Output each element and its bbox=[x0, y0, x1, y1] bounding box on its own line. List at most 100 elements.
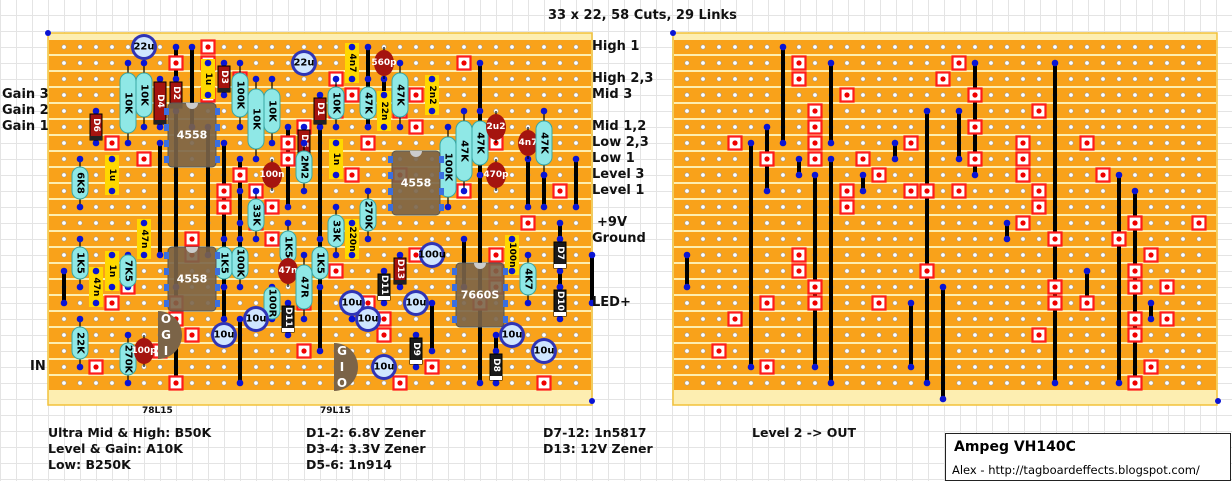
hole bbox=[1100, 252, 1106, 258]
component-value: D9 bbox=[411, 342, 421, 356]
hole bbox=[1196, 108, 1202, 114]
hole bbox=[972, 332, 978, 338]
capacitor-top bbox=[358, 309, 378, 329]
hole bbox=[1068, 76, 1074, 82]
cut-mark bbox=[349, 172, 355, 178]
component-value: 22u bbox=[133, 42, 154, 53]
ic-pin bbox=[452, 284, 457, 291]
hole bbox=[573, 76, 579, 82]
hole bbox=[445, 284, 451, 290]
hole bbox=[1116, 92, 1122, 98]
hole bbox=[573, 236, 579, 242]
hole bbox=[892, 92, 898, 98]
hole bbox=[413, 316, 419, 322]
ic-pin bbox=[215, 108, 220, 115]
hole bbox=[109, 332, 115, 338]
hole bbox=[1100, 140, 1106, 146]
ic-pin bbox=[452, 268, 457, 275]
hole bbox=[205, 348, 211, 354]
hole bbox=[125, 204, 131, 210]
hole bbox=[349, 124, 355, 130]
link-pad bbox=[779, 43, 787, 51]
hole bbox=[1164, 204, 1170, 210]
hole bbox=[221, 108, 227, 114]
cut-mark bbox=[365, 300, 371, 306]
hole bbox=[1164, 236, 1170, 242]
diode-band bbox=[394, 280, 406, 284]
hole bbox=[940, 156, 946, 162]
ic-notch bbox=[186, 103, 198, 109]
cut-mark bbox=[1132, 380, 1138, 386]
solder-pad bbox=[252, 75, 260, 83]
ic-pin bbox=[388, 156, 393, 163]
hole bbox=[461, 348, 467, 354]
hole bbox=[61, 380, 67, 386]
hole bbox=[1132, 172, 1138, 178]
hole bbox=[988, 172, 994, 178]
hole bbox=[876, 364, 882, 370]
component-value: 1n bbox=[107, 265, 117, 278]
hole bbox=[1164, 140, 1170, 146]
hole bbox=[796, 236, 802, 242]
cut-mark bbox=[381, 316, 387, 322]
cut-mark bbox=[285, 140, 291, 146]
ic-pin bbox=[215, 300, 220, 307]
hole bbox=[988, 156, 994, 162]
hole bbox=[1196, 156, 1202, 162]
link-pad bbox=[683, 251, 691, 259]
hole bbox=[1036, 268, 1042, 274]
cut-mark bbox=[812, 284, 818, 290]
hole bbox=[109, 44, 115, 50]
link-pad bbox=[188, 43, 196, 51]
cut-mark bbox=[1052, 284, 1058, 290]
hole bbox=[1164, 124, 1170, 130]
component-value: D10 bbox=[555, 291, 565, 311]
solder-pad bbox=[236, 283, 244, 291]
solder-pad bbox=[508, 235, 516, 243]
hole bbox=[1196, 332, 1202, 338]
hole bbox=[908, 252, 914, 258]
hole bbox=[381, 140, 387, 146]
hole bbox=[1148, 220, 1154, 226]
cut-mark bbox=[1132, 332, 1138, 338]
hole bbox=[1100, 268, 1106, 274]
hole bbox=[1196, 364, 1202, 370]
solder-pad bbox=[124, 139, 132, 147]
hole bbox=[221, 364, 227, 370]
hole bbox=[1196, 60, 1202, 66]
ic-pin bbox=[215, 268, 220, 275]
solder-pad bbox=[428, 75, 436, 83]
hole bbox=[844, 172, 850, 178]
solder-pad bbox=[124, 331, 132, 339]
hole bbox=[1180, 348, 1186, 354]
hole bbox=[509, 380, 515, 386]
hole bbox=[1164, 156, 1170, 162]
hole bbox=[1180, 220, 1186, 226]
solder-pad bbox=[556, 283, 564, 291]
hole bbox=[573, 268, 579, 274]
hole bbox=[892, 188, 898, 194]
ceramic-capacitor bbox=[278, 258, 298, 284]
hole bbox=[61, 76, 67, 82]
hole bbox=[892, 236, 898, 242]
hole bbox=[349, 268, 355, 274]
hole bbox=[285, 44, 291, 50]
hole bbox=[1148, 124, 1154, 130]
component-value: 100K bbox=[235, 81, 246, 111]
hole bbox=[1084, 172, 1090, 178]
link-pad bbox=[955, 155, 963, 163]
hole bbox=[1036, 220, 1042, 226]
hole bbox=[700, 284, 706, 290]
hole bbox=[700, 188, 706, 194]
cut-mark bbox=[269, 204, 275, 210]
hole bbox=[93, 348, 99, 354]
hole bbox=[445, 316, 451, 322]
hole bbox=[413, 268, 419, 274]
hole bbox=[1164, 76, 1170, 82]
hole bbox=[940, 268, 946, 274]
hole bbox=[1132, 44, 1138, 50]
hole bbox=[956, 92, 962, 98]
hole bbox=[381, 188, 387, 194]
hole bbox=[844, 316, 850, 322]
hole bbox=[812, 60, 818, 66]
